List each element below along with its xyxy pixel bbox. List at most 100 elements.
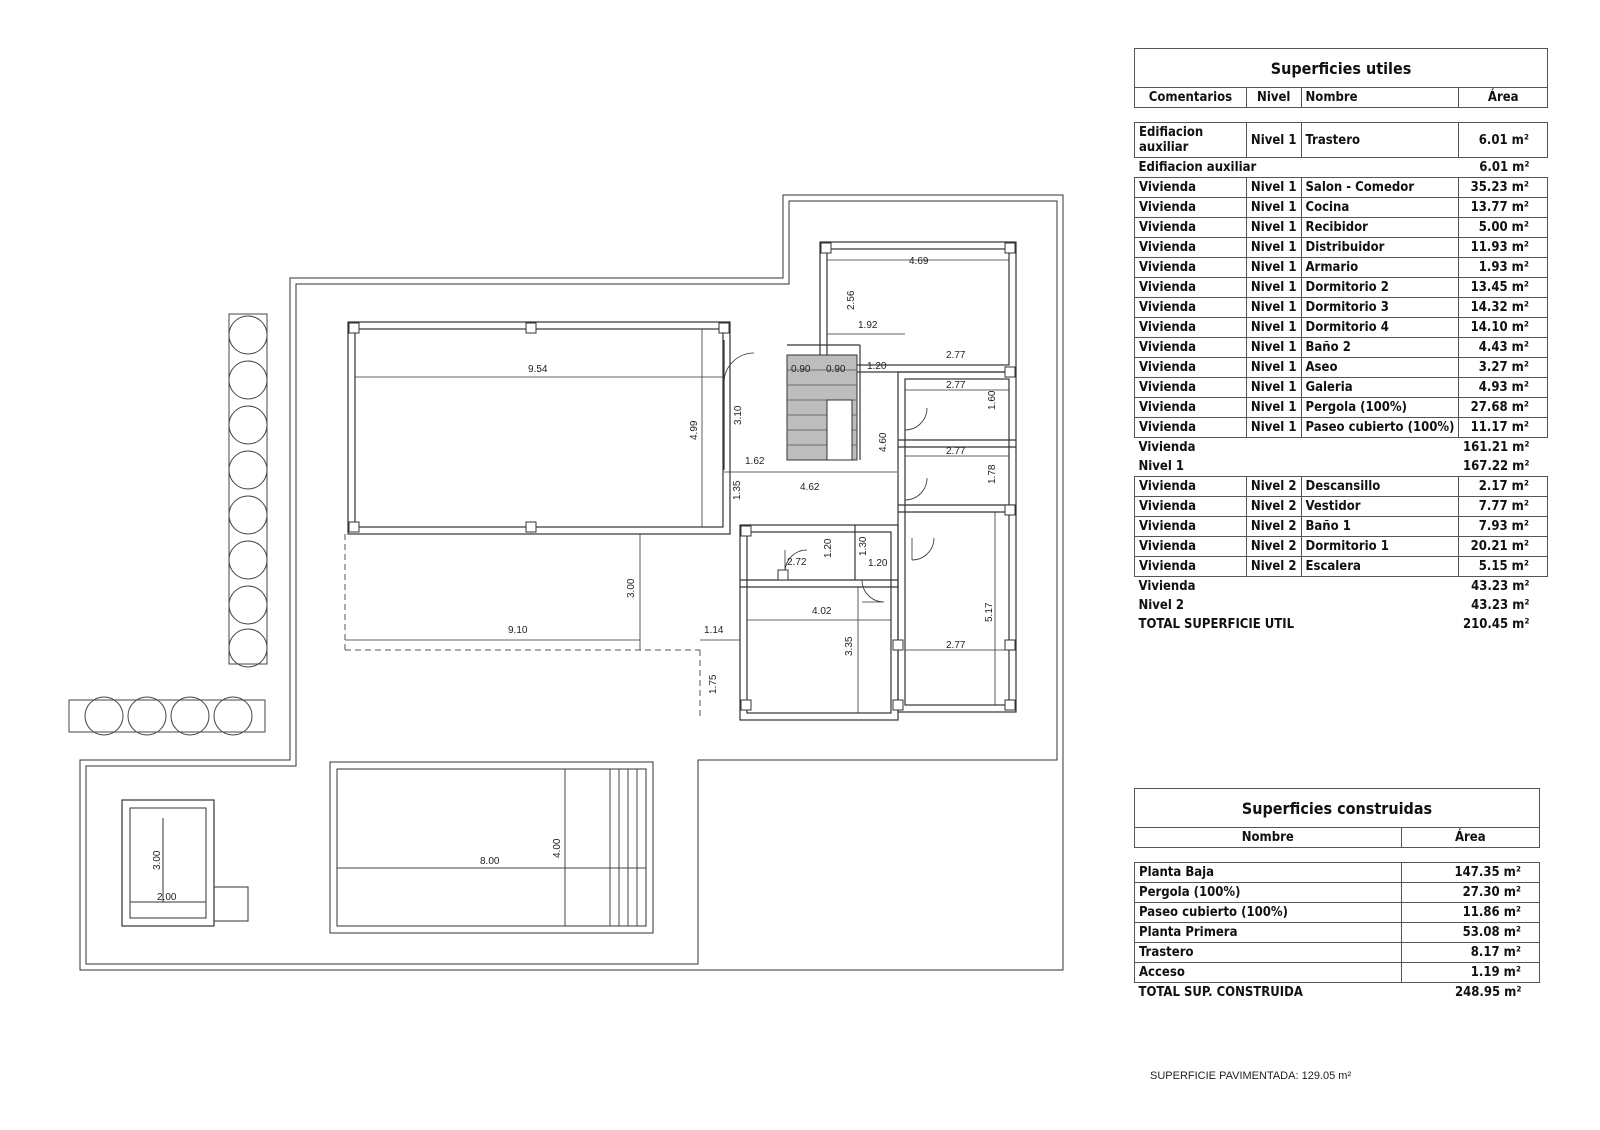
level-cell: Nivel 1	[1245, 377, 1302, 398]
table-title: Superficies utiles	[1134, 48, 1548, 88]
comment-cell: Edifiacion auxiliar	[1134, 122, 1247, 158]
area-cell: 2.17 m²	[1458, 476, 1548, 497]
area-cell: 5.15 m²	[1458, 556, 1548, 577]
dim-label: 4.69	[909, 256, 929, 267]
dim-label: 2.00	[157, 892, 177, 903]
area-cell: 1.19 m²	[1400, 962, 1541, 983]
subtotal-row: Nivel 2 43.23 m²	[1135, 596, 1548, 615]
comment-cell: Vivienda	[1134, 297, 1247, 318]
subtotal-row: Vivienda 161.21 m²	[1135, 438, 1548, 458]
dim-label: 1.20	[867, 361, 887, 372]
name-cell: Dormitorio 3	[1300, 297, 1460, 318]
area-cell: 13.45 m²	[1458, 277, 1548, 298]
tree-row-vertical	[228, 313, 268, 668]
level-cell: Nivel 1	[1245, 122, 1302, 158]
area-cell: 13.77 m²	[1458, 197, 1548, 218]
subtotal-label: Edifiacion auxiliar	[1138, 160, 1257, 175]
name-cell: Baño 1	[1300, 516, 1460, 537]
level-cell: Nivel 1	[1245, 277, 1302, 298]
area-cell: 53.08 m²	[1400, 922, 1541, 943]
area-cell: 14.32 m²	[1458, 297, 1548, 318]
dim-label: 4.99	[689, 420, 700, 440]
level-cell: Nivel 2	[1245, 476, 1302, 497]
name-cell: Acceso	[1134, 962, 1402, 983]
comment-cell: Vivienda	[1134, 536, 1247, 557]
dim-label: 4.62	[800, 482, 820, 493]
dim-label: 4.00	[552, 838, 563, 858]
comment-cell: Vivienda	[1134, 556, 1247, 577]
column-header: Comentarios	[1134, 87, 1247, 108]
name-cell: Descansillo	[1300, 476, 1460, 497]
name-cell: Paseo cubierto (100%)	[1134, 902, 1402, 923]
level-cell: Nivel 2	[1245, 496, 1302, 517]
subtotal-area: 167.22 m²	[1462, 459, 1530, 474]
name-cell: Galeria	[1300, 377, 1460, 398]
name-cell: Dormitorio 4	[1300, 317, 1460, 338]
name-cell: Pergola (100%)	[1134, 882, 1402, 903]
area-cell: 8.17 m²	[1400, 942, 1541, 963]
level-cell: Nivel 1	[1245, 257, 1302, 278]
comment-cell: Vivienda	[1134, 516, 1247, 537]
level-cell: Nivel 1	[1245, 357, 1302, 378]
dim-label: 1.30	[858, 536, 869, 556]
area-cell: 7.77 m²	[1458, 496, 1548, 517]
name-cell: Distribuidor	[1300, 237, 1460, 258]
name-cell: Paseo cubierto (100%)	[1300, 417, 1460, 438]
salon-walls	[347, 321, 731, 535]
dim-label: 5.17	[984, 602, 995, 622]
column-header: Nombre	[1300, 87, 1460, 108]
subtotal-label: Vivienda	[1138, 440, 1196, 455]
area-cell: 5.00 m²	[1458, 217, 1548, 238]
swimming-pool	[329, 761, 654, 934]
comment-cell: Vivienda	[1134, 237, 1247, 258]
table-title: Superficies construidas	[1134, 788, 1540, 828]
storage-shed	[121, 799, 215, 927]
south-rooms-walls	[739, 524, 899, 721]
subtotal-area: 43.23 m²	[1471, 598, 1530, 613]
dim-label: 4.02	[812, 606, 832, 617]
column-header: Área	[1458, 87, 1548, 108]
level-cell: Nivel 1	[1245, 417, 1302, 438]
subtotal-label: Nivel 2	[1138, 598, 1185, 613]
name-cell: Pergola (100%)	[1300, 397, 1460, 418]
plot-outline-inner	[85, 200, 1058, 965]
dim-label: 3.10	[733, 405, 744, 425]
name-cell: Armario	[1300, 257, 1460, 278]
dim-label: 3.00	[626, 578, 637, 598]
area-cell: 27.68 m²	[1458, 397, 1548, 418]
comment-cell: Vivienda	[1134, 417, 1247, 438]
dim-label: 2.77	[946, 446, 966, 457]
table-row: Pergola (100%)27.30 m²	[1134, 882, 1541, 903]
tree-row-horizontal	[68, 696, 266, 736]
subtotal-area: 161.21 m²	[1462, 440, 1530, 455]
dim-label: 8.00	[480, 856, 500, 867]
plot-outline-outer	[79, 194, 1064, 971]
area-cell: 20.21 m²	[1458, 536, 1548, 557]
east-rooms-walls	[897, 371, 1017, 713]
level-cell: Nivel 1	[1245, 237, 1302, 258]
dim-label: 1.60	[987, 390, 998, 410]
dim-label: 9.10	[508, 625, 528, 636]
name-cell: Trastero	[1134, 942, 1402, 963]
column-header: Nivel	[1245, 87, 1302, 108]
dim-label: 1.78	[987, 464, 998, 484]
name-cell: Vestidor	[1300, 496, 1460, 517]
area-cell: 147.35 m²	[1400, 862, 1541, 883]
dim-label: 0.90	[791, 364, 811, 375]
